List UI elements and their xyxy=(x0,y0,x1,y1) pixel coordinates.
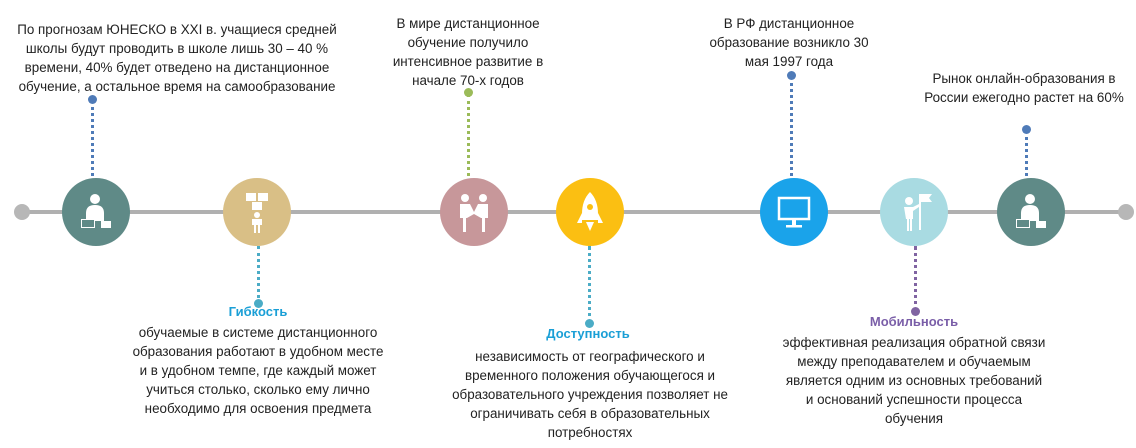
connector-flexibility xyxy=(257,246,260,304)
note-unesco: По прогнозам ЮНЕСКО в XXI в. учащиеся ср… xyxy=(17,22,337,94)
connector-bead-world xyxy=(464,88,473,97)
heading-accessibility: Доступность xyxy=(546,326,630,341)
note-market: Рынок онлайн-образования в России ежегод… xyxy=(924,71,1124,105)
person-laptop-icon xyxy=(81,194,111,228)
connector-mobility xyxy=(914,246,917,312)
connector-rf xyxy=(790,76,793,176)
note-rf: В РФ дистанционное образование возникло … xyxy=(709,16,869,69)
heading-mobility: Мобильность xyxy=(869,314,959,329)
rocket-icon xyxy=(577,192,603,231)
heading-flexibility: Гибкость xyxy=(228,304,288,319)
connector-world xyxy=(467,94,470,176)
connector-bead-market xyxy=(1022,125,1031,134)
note-accessibility: независимость от географического и време… xyxy=(452,349,728,440)
person-boxes-icon xyxy=(246,193,268,233)
handshake-people-icon xyxy=(460,194,488,232)
connector-unesco xyxy=(91,100,94,176)
connector-market xyxy=(1025,130,1028,176)
monitor-icon xyxy=(777,196,811,228)
timeline-node-1 xyxy=(62,178,130,246)
connector-bead-flexibility xyxy=(254,299,263,308)
connector-bead-accessibility xyxy=(585,319,594,328)
timeline-node-4 xyxy=(556,178,624,246)
person-laptop-icon xyxy=(1016,194,1046,228)
connector-bead-unesco xyxy=(88,95,97,104)
connector-bead-rf xyxy=(787,71,796,80)
person-flag-icon xyxy=(904,194,932,231)
timeline-node-5 xyxy=(760,178,828,246)
timeline-end-dot xyxy=(1118,204,1134,220)
note-flexibility: обучаемые в системе дистанционного образ… xyxy=(132,325,384,416)
timeline-node-6 xyxy=(880,178,948,246)
timeline-node-2 xyxy=(223,178,291,246)
connector-bead-mobility xyxy=(911,307,920,316)
timeline-node-3 xyxy=(440,178,508,246)
note-world: В мире дистанционное обучение получило и… xyxy=(392,16,544,88)
note-mobility: эффективная реализация обратной связи ме… xyxy=(782,335,1046,426)
timeline-node-7 xyxy=(997,178,1065,246)
connector-accessibility xyxy=(588,246,591,324)
timeline-start-dot xyxy=(14,204,30,220)
